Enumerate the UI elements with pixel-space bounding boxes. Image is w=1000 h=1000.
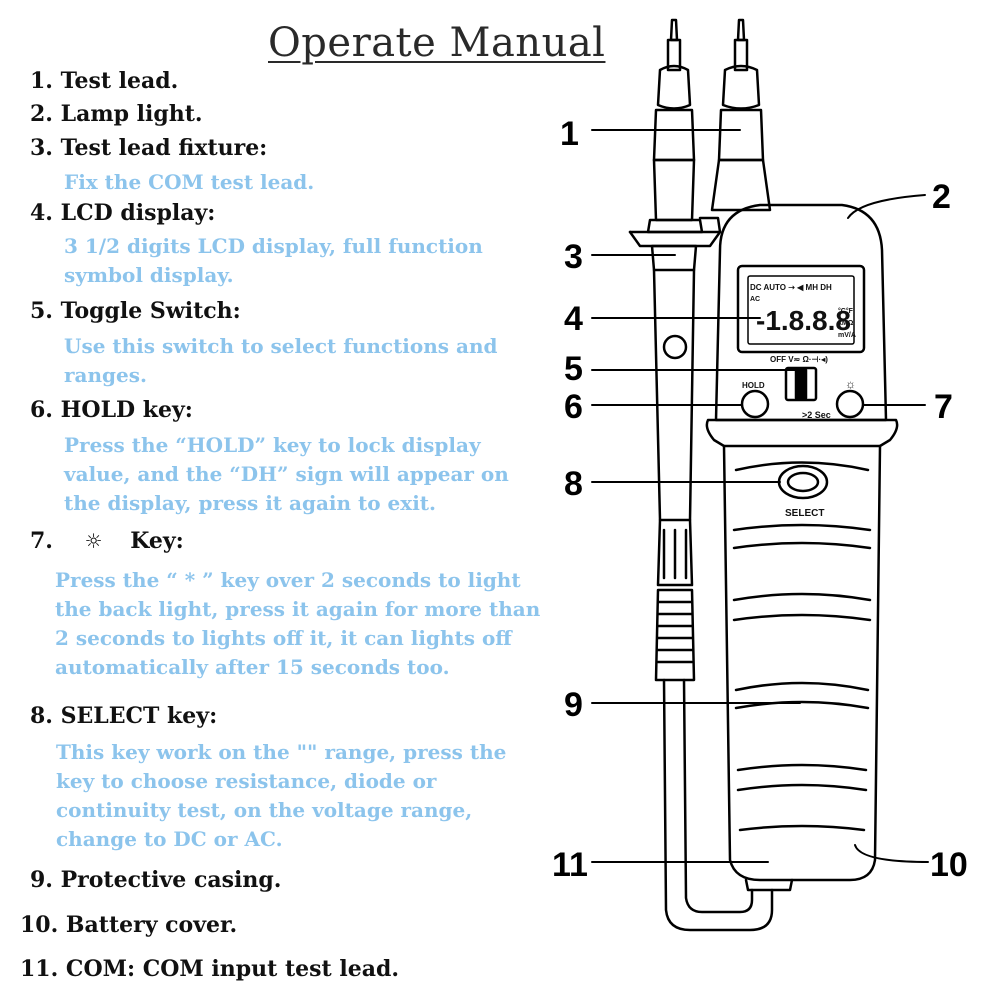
two-sec-label: >2 Sec bbox=[802, 410, 831, 420]
callout-8: 8 bbox=[564, 465, 583, 503]
callout-2: 2 bbox=[932, 178, 951, 216]
lcd-top-symbols: DC AUTO ➝ ◀ MH DH bbox=[750, 283, 832, 292]
item-7-label: 7. ☼ Key: bbox=[30, 528, 184, 554]
callout-11: 11 bbox=[552, 846, 588, 884]
callout-1: 1 bbox=[560, 115, 579, 153]
item-7-desc: Press the “ * ” key over 2 seconds to li… bbox=[55, 566, 540, 682]
test-lead-probe bbox=[710, 18, 772, 212]
callout-5: 5 bbox=[564, 350, 583, 388]
item-8-desc: This key work on the "" range, press the… bbox=[56, 738, 506, 854]
item-3-desc: Fix the COM test lead. bbox=[64, 168, 314, 197]
item-6-desc-line: Press the “HOLD” key to lock display bbox=[64, 433, 481, 457]
item-6-desc: Press the “HOLD” key to lock display val… bbox=[64, 431, 509, 518]
callout-6: 6 bbox=[564, 388, 583, 426]
item-6-label: 6. HOLD key: bbox=[30, 397, 193, 423]
item-4-desc: 3 1/2 digits LCD display, full function … bbox=[64, 232, 483, 290]
sun-icon: ☼ bbox=[84, 529, 103, 553]
item-4-desc-line: symbol display. bbox=[64, 263, 234, 287]
item-5-desc-line: ranges. bbox=[64, 363, 147, 387]
select-key-label: SELECT bbox=[785, 508, 824, 519]
item-5-label: 5. Toggle Switch: bbox=[30, 298, 241, 324]
item-7-desc-line: the back light, press it again for more … bbox=[55, 597, 541, 621]
item-5-desc: Use this switch to select functions and … bbox=[64, 332, 498, 390]
lcd-unit-volt: mV/A bbox=[838, 332, 856, 339]
item-7-number: 7. bbox=[30, 528, 53, 554]
item-6-desc-line: value, and the “DH” sign will appear on bbox=[64, 462, 509, 486]
item-8-desc-line: This key work on the "" range, press the bbox=[56, 740, 507, 764]
item-9-label: 9. Protective casing. bbox=[30, 867, 282, 893]
leader-lines bbox=[591, 129, 929, 863]
hold-key-label: HOLD bbox=[742, 381, 765, 390]
item-6-desc-line: the display, press it again to exit. bbox=[64, 491, 437, 515]
item-1-label: 1. Test lead. bbox=[30, 68, 179, 94]
item-3-label: 3. Test lead fixture: bbox=[30, 135, 268, 161]
lcd-unit-temp: °C°F bbox=[838, 307, 854, 315]
lcd-unit-ohm: kMΩ bbox=[838, 320, 854, 327]
com-test-probe bbox=[628, 18, 774, 932]
switch-labels: OFF V≂ Ω·⊣·◂) bbox=[770, 355, 828, 364]
item-2-label: 2. Lamp light. bbox=[30, 101, 203, 127]
item-7-desc-line: Press the “ * ” key over 2 seconds to li… bbox=[55, 568, 521, 592]
callout-9: 9 bbox=[564, 686, 583, 724]
item-4-desc-line: 3 1/2 digits LCD display, full function bbox=[64, 234, 483, 258]
page-title: Operate Manual bbox=[268, 20, 606, 66]
item-8-desc-line: continuity test, on the voltage range, bbox=[56, 798, 473, 822]
item-5-desc-line: Use this switch to select functions and bbox=[64, 334, 498, 358]
item-4-label: 4. LCD display: bbox=[30, 200, 216, 226]
lcd-ac-symbol: AC bbox=[750, 296, 760, 303]
item-10-label: 10. Battery cover. bbox=[20, 912, 238, 938]
callout-4: 4 bbox=[564, 300, 583, 338]
item-7-desc-line: automatically after 15 seconds too. bbox=[55, 655, 450, 679]
device-body bbox=[705, 203, 899, 892]
lcd-digits: -1.8.8.8 bbox=[756, 305, 851, 336]
sun-icon: ☼ bbox=[845, 377, 856, 391]
item-11-label: 11. COM: COM input test lead. bbox=[20, 956, 399, 982]
item-7-desc-line: 2 seconds to lights off it, it can light… bbox=[55, 626, 512, 650]
callout-3: 3 bbox=[564, 238, 583, 276]
callout-10: 10 bbox=[930, 846, 968, 884]
item-7-key-text: Key: bbox=[130, 528, 184, 554]
item-8-label: 8. SELECT key: bbox=[30, 703, 218, 729]
callout-7: 7 bbox=[934, 388, 953, 426]
item-3-desc-line: Fix the COM test lead. bbox=[64, 170, 315, 194]
item-8-desc-line: change to DC or AC. bbox=[56, 827, 283, 851]
item-8-desc-line: key to choose resistance, diode or bbox=[56, 769, 437, 793]
